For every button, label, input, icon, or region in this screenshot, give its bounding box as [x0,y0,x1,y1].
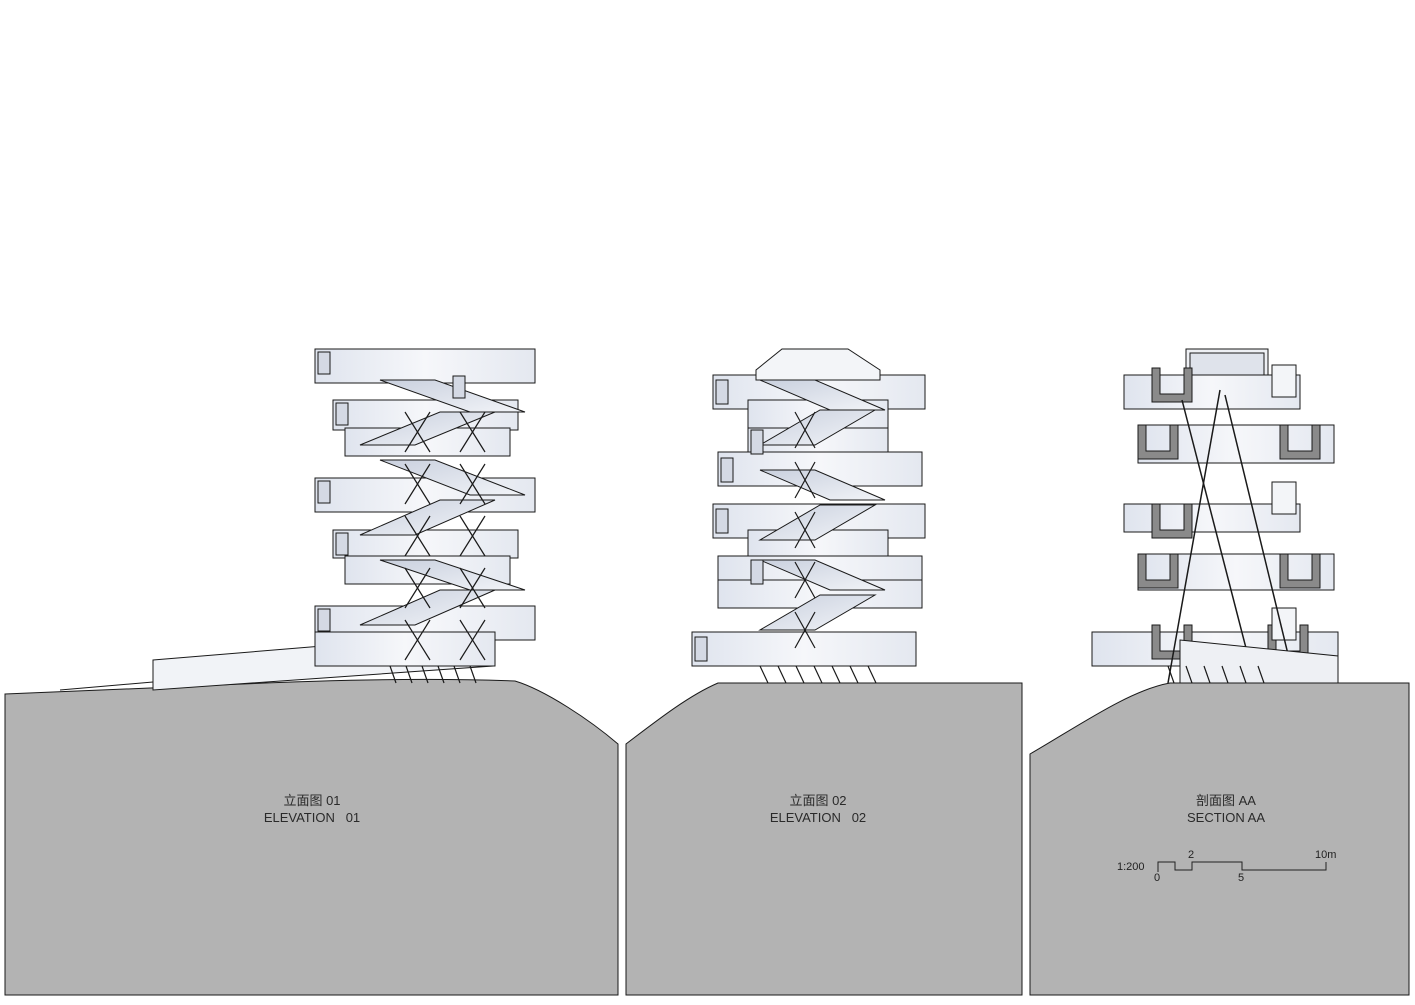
base-column [867,665,877,684]
window [317,480,331,504]
title-cn: 立面图 01 [283,793,341,808]
brace [794,561,816,599]
stair-flight [359,589,496,626]
base-column [1185,665,1193,684]
ramp-edge [59,681,154,691]
brace [404,619,431,661]
brace [404,515,431,557]
stair-flight [758,409,877,446]
brace [459,463,486,505]
base-column [849,665,859,684]
panel-title-elevation-02: 立面图 02 ELEVATION 02 [718,792,918,826]
brace [794,611,816,649]
window [750,559,764,585]
base-column [1203,665,1211,684]
scale-bar [1157,861,1327,872]
window [335,532,349,556]
section-cut [1279,424,1321,460]
window [452,375,466,399]
base-column [1257,665,1265,684]
base-column [1221,665,1229,684]
base-column [1239,665,1247,684]
brace [459,619,486,661]
section-cut [1151,503,1193,539]
panel-title-elevation-01: 立面图 01 ELEVATION 01 [212,792,412,826]
brace [459,567,486,609]
stair-flight [379,559,526,591]
ground-elevation-01 [4,678,619,996]
stair-flight [759,379,886,411]
tower-elevation-01 [59,348,536,691]
tension-rod [1167,389,1221,684]
base-column [813,665,823,684]
title-cn: 剖面图 AA [1196,793,1256,808]
section-cut [1137,553,1179,589]
stair-box [1271,364,1297,398]
brace [404,411,431,453]
brace [459,411,486,453]
window [715,508,729,534]
brace [794,511,816,549]
stair-flight [758,594,877,631]
stair-flight [359,411,496,446]
section-cut [1151,367,1193,403]
floor-slab [691,631,917,667]
base-column [759,665,769,684]
lower-ramp [1179,639,1339,684]
scale-tick-2: 2 [1188,849,1195,861]
base-column [389,665,397,684]
base-column [831,665,841,684]
brace [794,461,816,499]
base-column [1167,665,1175,684]
scale-tick-5: 5 [1238,872,1245,884]
stair-flight [759,469,886,501]
window [335,402,349,426]
window [317,608,331,632]
title-en: ELEVATION 01 [263,810,361,825]
base-column [795,665,805,684]
base-column [777,665,787,684]
brace [404,463,431,505]
ground-section-aa [1029,682,1410,996]
tower-elevation-02 [691,348,926,684]
brace [459,515,486,557]
section-cut [1137,424,1179,460]
roof-crown [755,348,881,381]
tower-section-aa [1091,348,1339,684]
stair-flight [759,559,886,591]
title-en: ELEVATION 02 [769,810,867,825]
brace [794,411,816,449]
base-column [453,665,461,684]
scale-tick-0: 0 [1154,872,1161,884]
stair-flight [758,504,877,541]
scale-tick-10m: 10m [1315,849,1337,861]
section-cut [1279,553,1321,589]
ground-elevation-02 [625,682,1023,996]
brace [404,567,431,609]
floor-slab [314,348,536,384]
window [715,379,729,405]
tension-rod [1224,394,1296,684]
floor-slab [314,631,496,667]
stair-flight [359,499,496,536]
window [750,429,764,455]
window [720,457,734,483]
title-en: SECTION AA [1186,810,1266,825]
stair-flight [379,459,526,496]
stair-box [1271,481,1297,515]
scale-ratio: 1:200 [1117,861,1145,873]
panel-title-section-aa: 剖面图 AA SECTION AA [1126,792,1326,826]
window [317,351,331,375]
base-column [421,665,429,684]
window [694,636,708,662]
title-cn: 立面图 02 [789,793,847,808]
base-column [405,665,413,684]
base-column [437,665,445,684]
base-column [469,665,477,684]
tension-rod [1181,399,1256,684]
